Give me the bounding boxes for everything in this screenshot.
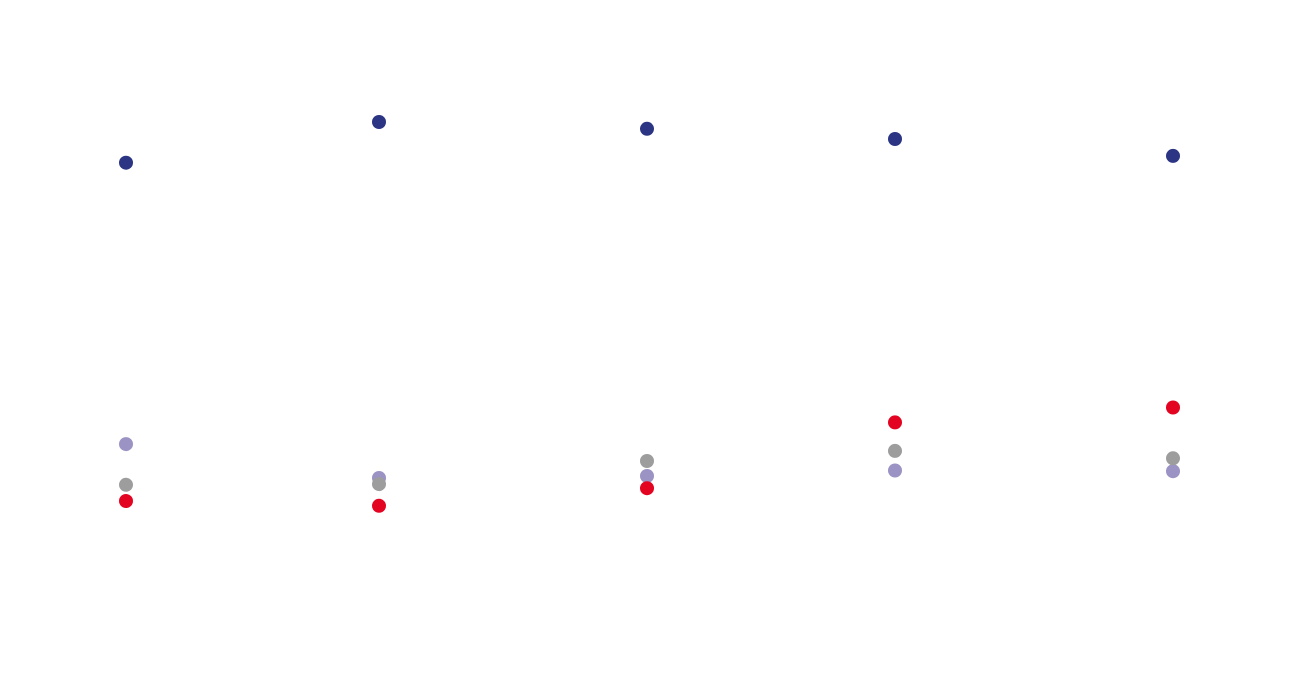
data-point-s1-x5 xyxy=(1166,148,1180,163)
data-point-s3-x4 xyxy=(888,443,902,458)
chart-points xyxy=(119,115,1180,513)
data-point-s4-x1 xyxy=(119,494,133,508)
data-point-s1-x3 xyxy=(640,121,654,136)
data-point-s3-x2 xyxy=(372,477,386,492)
data-point-s2-x5 xyxy=(1166,464,1180,479)
data-point-s4-x4 xyxy=(888,415,902,430)
data-point-s1-x4 xyxy=(888,132,902,146)
data-point-s2-x3 xyxy=(640,469,654,483)
data-point-s1-x2 xyxy=(372,115,386,129)
data-point-s4-x5 xyxy=(1166,400,1180,415)
data-point-s4-x2 xyxy=(372,498,386,513)
data-point-s3-x5 xyxy=(1166,451,1180,466)
data-point-s2-x4 xyxy=(888,463,902,478)
data-point-s3-x3 xyxy=(640,454,654,468)
data-point-s3-x1 xyxy=(119,477,133,492)
data-point-s1-x1 xyxy=(119,155,133,170)
data-point-s2-x1 xyxy=(119,437,133,452)
data-point-s4-x3 xyxy=(640,481,654,496)
